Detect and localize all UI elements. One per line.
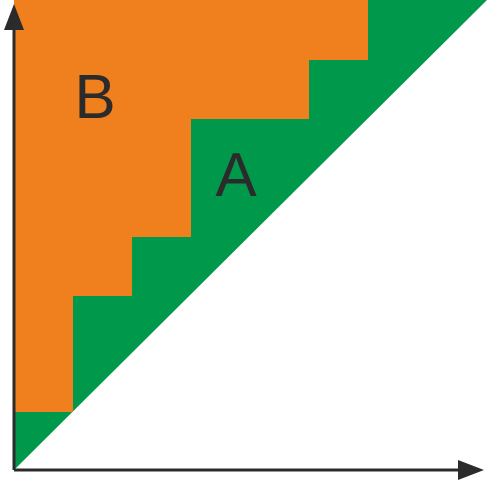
y-axis-arrowhead xyxy=(4,4,24,30)
x-axis-arrowhead xyxy=(458,460,484,480)
region-a-area xyxy=(14,0,487,470)
region-b-label: B xyxy=(74,63,115,132)
region-a-label: A xyxy=(215,141,257,210)
